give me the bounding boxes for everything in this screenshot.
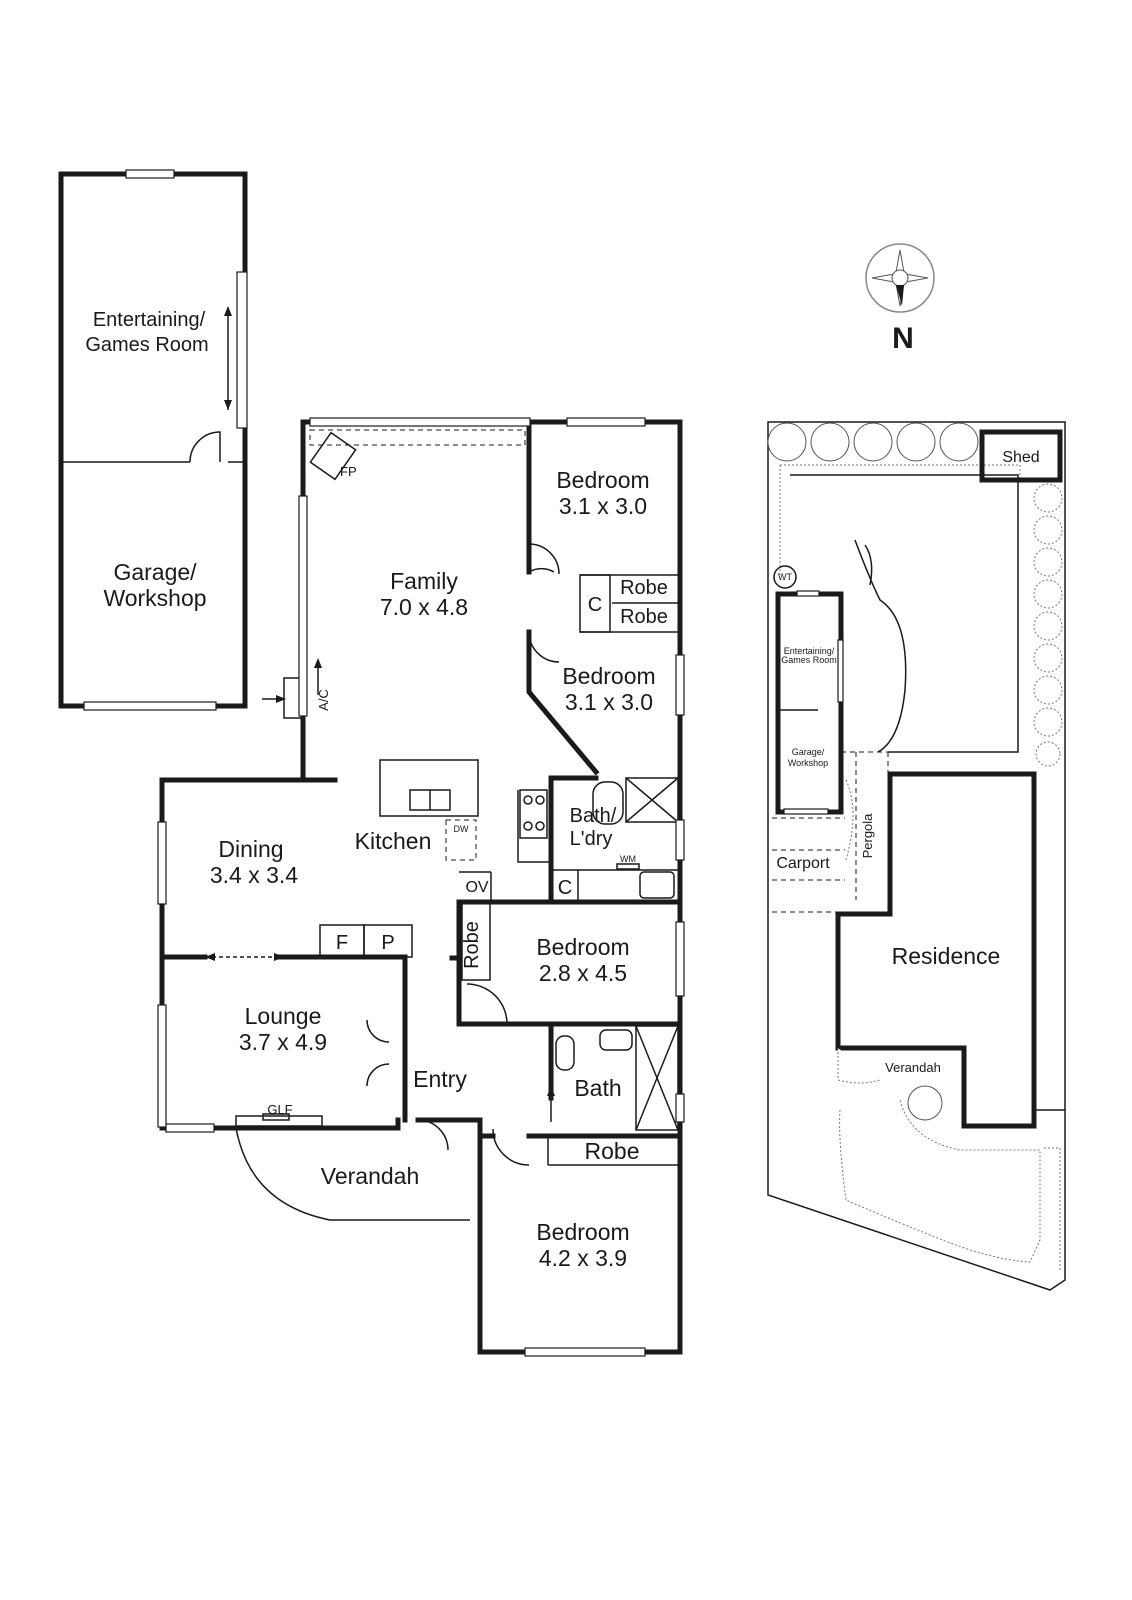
door-swing (492, 1128, 530, 1166)
site-plan: Shed WT Entertaining/ Games Room Garage/… (767, 421, 1066, 1291)
lounge-dims: 3.7 x 4.9 (239, 1029, 327, 1055)
family-label: Family (390, 568, 458, 594)
outbuilding-walls (58, 171, 248, 709)
carport-label: Carport (776, 855, 830, 872)
kitchen-island (379, 759, 479, 817)
ac-label: A/C (316, 689, 331, 711)
bedroom-ne-dims: 3.1 x 3.0 (559, 493, 647, 519)
entry-label: Entry (413, 1066, 467, 1092)
site-boundary (767, 421, 1066, 1291)
site-outbuilding (775, 591, 844, 815)
bath-laundry-label-2: L'dry (570, 828, 613, 850)
f-label: F (336, 932, 348, 954)
c-label-lower: C (558, 877, 572, 899)
dishwasher-outline (445, 819, 477, 861)
window (165, 1123, 215, 1133)
site-garage-label: Garage/ (792, 747, 825, 757)
shed-label: Shed (1002, 449, 1039, 466)
bath-laundry-label-1: Bath/ (570, 805, 617, 827)
window (675, 921, 685, 997)
toilet-icon (555, 1035, 575, 1071)
window (524, 1347, 646, 1357)
robe-upper-label: Robe (620, 577, 668, 599)
north-arrow: N (865, 243, 935, 355)
dining-label: Dining (218, 836, 283, 862)
entertaining-label: Entertaining/ (93, 309, 206, 331)
residence-outline (835, 771, 1037, 1129)
window (157, 1004, 167, 1128)
bedroom-mid-dims: 2.8 x 4.5 (539, 960, 627, 986)
door-swing (528, 631, 560, 663)
bedroom-s-label: Bedroom (536, 1219, 629, 1245)
door-swing (466, 983, 508, 1025)
laundry-trough-icon (639, 871, 675, 899)
glf-label: GLF (267, 1102, 292, 1117)
site-entertaining-label: Entertaining/ (784, 646, 835, 656)
door-swing (417, 1119, 449, 1151)
residence-label: Residence (892, 943, 1001, 969)
site-games-room-label: Games Room (781, 655, 837, 665)
bedroom-s-dims: 4.2 x 3.9 (539, 1245, 627, 1271)
c-label-upper: C (588, 594, 602, 616)
verandah-label: Verandah (321, 1163, 419, 1189)
door-swing (366, 1019, 390, 1087)
robe-mid-label: Robe (461, 921, 483, 969)
pergola-label: Pergola (860, 813, 875, 859)
kitchen-label: Kitchen (355, 828, 432, 854)
window (298, 495, 308, 717)
main-house: Family 7.0 x 4.8 Bedroom 3.1 x 3.0 Bedro… (157, 417, 685, 1357)
door-swing (528, 543, 560, 575)
games-room-label: Games Room (85, 334, 208, 356)
north-label: N (892, 322, 914, 355)
window (675, 819, 685, 861)
gas-log-fire (235, 1115, 323, 1127)
basin-icon (599, 1029, 633, 1051)
lounge-label: Lounge (245, 1003, 322, 1029)
ov-label: OV (465, 879, 488, 896)
robe-lower-label: Robe (620, 606, 668, 628)
window (236, 271, 248, 429)
p-label: P (381, 932, 394, 954)
dining-dims: 3.4 x 3.4 (210, 862, 298, 888)
window (157, 821, 167, 905)
door-swing (189, 431, 221, 463)
window (83, 701, 217, 711)
bath-label: Bath (574, 1075, 621, 1101)
robe-bottom-label: Robe (585, 1138, 640, 1164)
bedroom-mid-label: Bedroom (536, 934, 629, 960)
window (675, 654, 685, 716)
family-dims: 7.0 x 4.8 (380, 594, 468, 620)
window (125, 169, 175, 179)
shed (979, 429, 1063, 483)
fp-label: FP (340, 464, 357, 479)
site-verandah-label: Verandah (885, 1060, 941, 1075)
outbuilding: Entertaining/ Games Room Garage/ Worksho… (58, 169, 248, 711)
fireplace-icon (309, 431, 357, 481)
water-tank-label: WT (778, 572, 792, 582)
bedroom-e-label: Bedroom (562, 663, 655, 689)
verandah-outline (235, 1127, 470, 1221)
window (566, 417, 646, 427)
toilet-icon (592, 781, 624, 825)
bedroom-e-dims: 3.1 x 3.0 (565, 689, 653, 715)
window (675, 1093, 685, 1123)
window (309, 417, 531, 427)
site-workshop-label: Workshop (788, 758, 828, 768)
workshop-label: Workshop (103, 585, 206, 611)
cooktop-icon (519, 789, 548, 839)
wm-label: WM (620, 854, 636, 864)
garage-label: Garage/ (113, 559, 197, 585)
dw-label: DW (454, 824, 469, 834)
bedroom-ne-label: Bedroom (556, 467, 649, 493)
